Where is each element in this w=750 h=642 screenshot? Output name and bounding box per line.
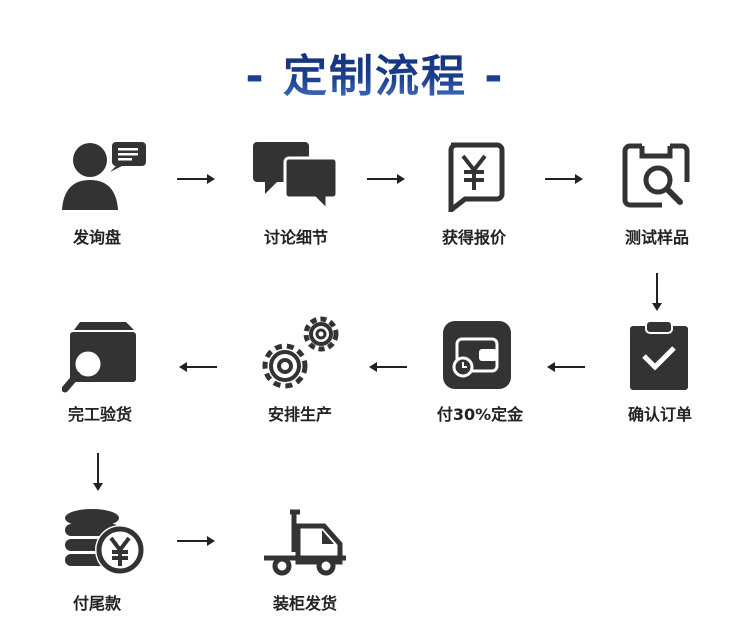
arrow-right-icon (545, 174, 583, 184)
step-label: 安排生产 (267, 405, 332, 424)
step-label: 讨论细节 (263, 228, 328, 247)
step-label: 确认订单 (627, 405, 692, 424)
step-label: 测试样品 (624, 228, 689, 247)
arrow-left-icon (547, 362, 585, 372)
arrow-down-icon (652, 273, 662, 311)
step-label: 付30%定金 (436, 405, 524, 424)
coins-yuan-icon (25, 506, 185, 578)
inquiry-person-icon (25, 140, 185, 212)
page-title: - 定制流程 - (0, 40, 750, 104)
clipboard-check-icon (579, 320, 739, 392)
arrow-right-icon (177, 174, 215, 184)
box-inspect-icon (20, 320, 180, 396)
arrow-left-icon (369, 362, 407, 372)
arrow-down-icon (93, 453, 103, 491)
arrow-left-icon (179, 362, 217, 372)
step-label: 完工验货 (67, 405, 132, 424)
chat-bubbles-icon (216, 140, 376, 212)
arrow-right-icon (177, 536, 215, 546)
sample-search-icon (577, 142, 737, 212)
truck-icon (225, 508, 385, 576)
wallet-clock-icon (397, 321, 557, 389)
arrow-right-icon (367, 174, 405, 184)
step-label: 发询盘 (72, 228, 121, 247)
gears-icon (220, 314, 380, 394)
step-label: 获得报价 (441, 228, 506, 247)
step-label: 付尾款 (72, 594, 121, 613)
yuan-quote-icon (394, 142, 554, 212)
step-label: 装柜发货 (272, 594, 337, 613)
